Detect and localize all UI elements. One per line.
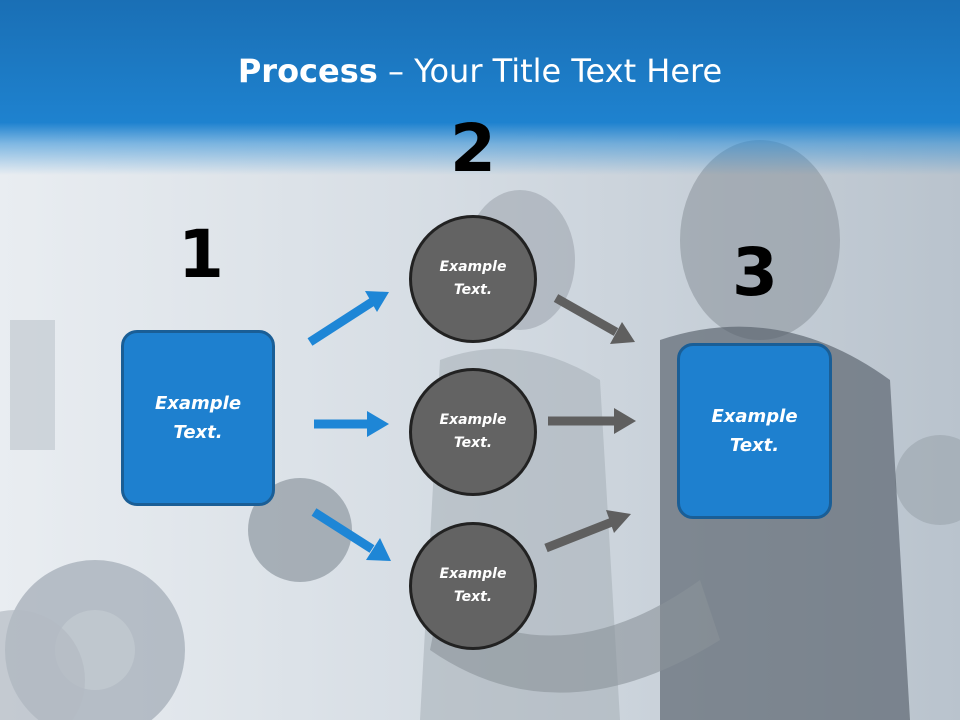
step-3-box: Example Text. [677,343,832,519]
arrow-to-bottom-circle [311,508,391,561]
arrow-top-circle-to-step-3 [553,294,635,344]
arrow-bottom-circle-to-step-3 [544,510,631,553]
step-2-bottom-circle: Example Text. [409,522,537,650]
step-2-middle-label: Example Text. [439,412,507,451]
step-1-number: 1 [178,216,224,293]
step-2-number: 2 [450,110,496,187]
step-2-middle-circle: Example Text. [409,368,537,496]
step-2-top-circle: Example Text. [409,215,537,343]
arrow-middle-circle-to-step-3 [548,408,636,434]
title-bar [0,0,960,175]
step-1-box: Example Text. [121,330,275,506]
title-bold: Process [237,52,378,90]
step-3-number: 3 [732,234,778,311]
step-2-top-label: Example Text. [439,259,507,298]
arrow-to-top-circle [307,291,389,346]
slide-title: Process – Your Title Text Here [0,52,960,90]
step-3-label: Example Text. [711,406,798,456]
arrow-to-middle-circle [314,411,389,437]
step-2-bottom-label: Example Text. [439,566,507,605]
step-1-label: Example Text. [154,393,242,443]
title-rest: – Your Title Text Here [377,52,723,90]
